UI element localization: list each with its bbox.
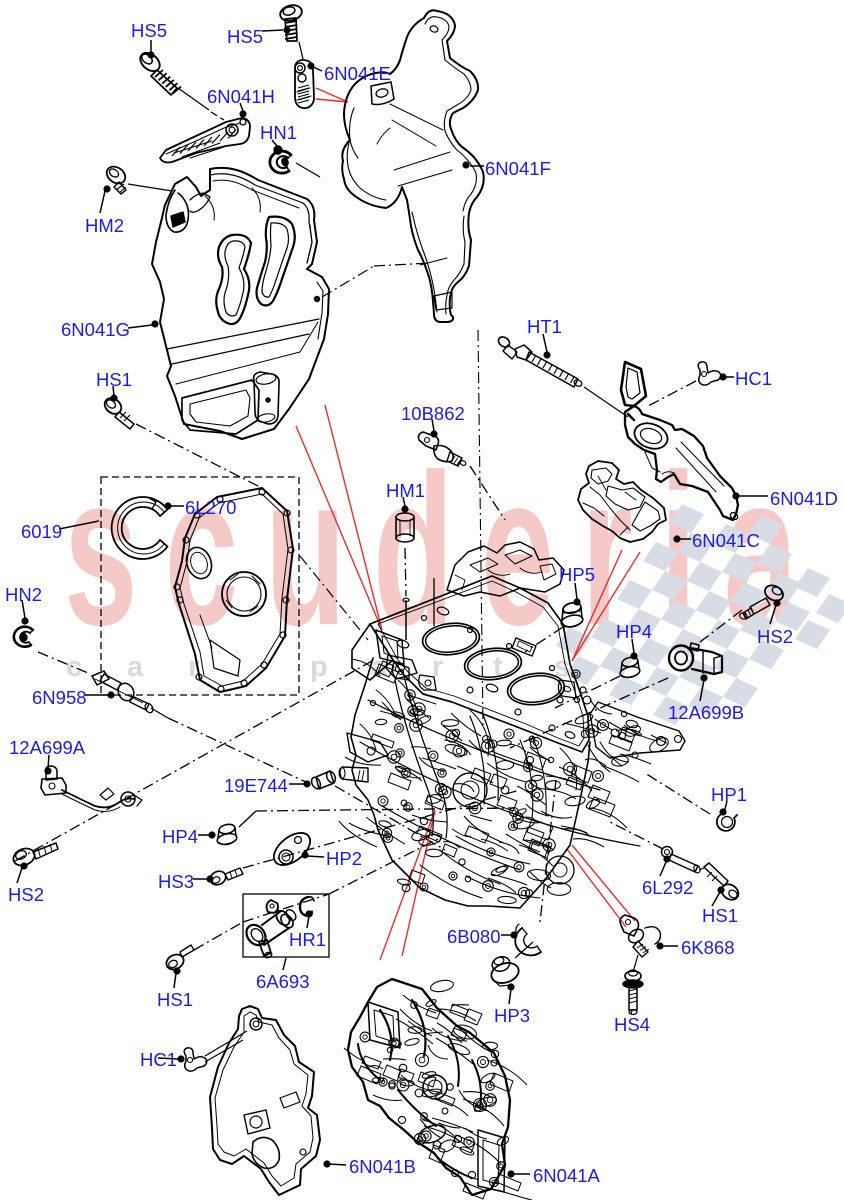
svg-text:t: t — [493, 651, 503, 683]
svg-text:c: c — [66, 651, 82, 683]
svg-text:r: r — [188, 651, 199, 683]
svg-text:r: r — [432, 651, 443, 683]
svg-text:p: p — [310, 651, 328, 683]
svg-text:a: a — [127, 651, 144, 683]
